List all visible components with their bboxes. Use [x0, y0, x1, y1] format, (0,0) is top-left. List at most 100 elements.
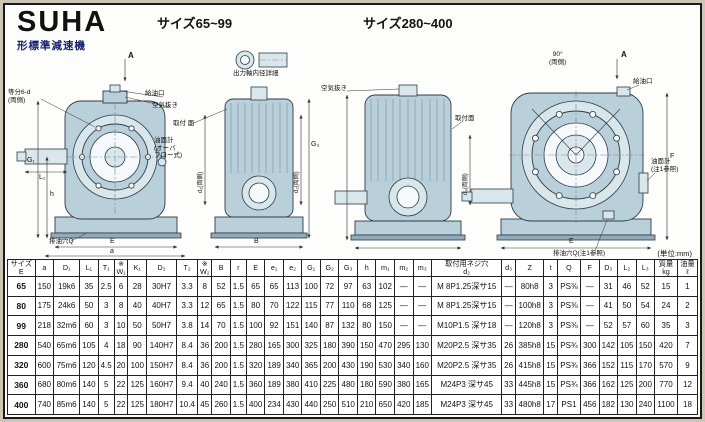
spec-cell: M24P3 深サ45 [431, 394, 503, 415]
spec-cell: 41 [598, 295, 619, 317]
spec-cell: — [579, 275, 600, 297]
callout-drain-small: 排油穴Q [49, 238, 74, 245]
spec-cell: 740 [34, 394, 55, 415]
spec-cell: 5 [97, 394, 115, 415]
spec-cell: 3 [97, 315, 115, 337]
spec-cell: 50 [127, 315, 147, 337]
spec-cell: 400 [245, 394, 266, 415]
spec-cell: 295 [393, 335, 414, 356]
spec-cell: 33 [501, 394, 516, 415]
section-a-marker-right: A [621, 50, 627, 59]
spec-cell: 590 [375, 374, 395, 396]
spec-cell: 140 [79, 394, 99, 415]
spec-cell: 366 [579, 374, 600, 396]
spec-cell: 52 [211, 275, 231, 297]
spec-cell: 6 [113, 275, 129, 297]
spec-cell: 8.4 [176, 354, 199, 376]
spec-cell: M10P1.5 深サ18 [431, 315, 503, 337]
column-header: K₁ [127, 259, 147, 277]
spec-cell: 57 [617, 315, 637, 337]
spec-cell: 125 [617, 374, 637, 396]
spec-cell: 15 [543, 354, 558, 376]
spec-cell: 430 [282, 394, 303, 415]
spec-cell: 65 [264, 275, 284, 297]
spec-cell: 30H7 [145, 275, 178, 297]
callout-drain-large: 排油穴Q(注1参照) [553, 250, 605, 257]
spec-cell: 420 [393, 394, 414, 415]
spec-cell: 390 [338, 335, 358, 356]
spec-cell: PS⅜ [556, 275, 581, 297]
column-header: Q [556, 259, 581, 277]
spec-cell: — [501, 315, 516, 337]
spec-cell: 150 [34, 275, 55, 297]
spec-cell: 32m6 [53, 315, 81, 337]
column-header: d₃ [501, 259, 516, 277]
column-header: 油量 ℓ [676, 259, 699, 277]
spec-cell: 10.4 [176, 394, 199, 415]
spec-cell: — [412, 275, 433, 297]
spec-cell: 19k6 [53, 275, 81, 297]
column-header: T₁ [97, 259, 115, 277]
spec-cell: 3 [543, 275, 558, 297]
spec-cell: 1.5 [229, 275, 247, 297]
spec-cell: 125 [127, 394, 147, 415]
dim-label-g1: G₁ [27, 157, 35, 164]
spec-cell: 26 [501, 354, 516, 376]
spec-cell: 40 [197, 374, 213, 396]
size-cell: 80 [7, 295, 36, 317]
spec-cell: 50 [617, 295, 637, 317]
column-header: m₁ [375, 259, 395, 277]
dim-label-l1: L₁ [39, 174, 46, 181]
spec-cell: 470 [375, 335, 395, 356]
spec-cell: — [501, 295, 516, 317]
spec-cell: 4 [97, 335, 115, 356]
spec-cell: 440 [301, 394, 321, 415]
spec-cell: 15 [543, 335, 558, 356]
spec-cell: 24 [654, 295, 678, 317]
callout-oil-gauge-large: 油面計 (注1参照) [651, 158, 679, 173]
column-header: D₂ [145, 259, 178, 277]
callout-oil-inlet-small: 給油口 [145, 90, 165, 97]
column-header: T₂ [176, 259, 199, 277]
spec-cell: 80h8 [514, 275, 545, 297]
spec-cell: 140 [301, 315, 321, 337]
spec-cell: 1.5 [229, 295, 247, 317]
column-header: L₃ [635, 259, 656, 277]
spec-cell: 9 [676, 354, 699, 376]
size-range-small-title: サイズ65~99 [157, 16, 233, 31]
column-header: 質量 kg [654, 259, 678, 277]
spec-cell: 300 [282, 335, 303, 356]
column-header: F [579, 259, 600, 277]
spec-cell: 9.4 [176, 374, 199, 396]
size-cell: 360 [7, 374, 36, 396]
spec-cell: 3 [97, 295, 115, 317]
spec-cell: 15 [543, 374, 558, 396]
spec-cell: 1.5 [229, 354, 247, 376]
spec-cell: 90 [127, 335, 147, 356]
callout-air-vent-small: 空気抜き [152, 102, 178, 109]
spec-cell: 70 [264, 295, 284, 317]
spec-cell: 100h8 [514, 295, 545, 317]
spec-cell: — [393, 315, 414, 337]
spec-cell: 150 [356, 335, 377, 356]
spec-cell: 180H7 [145, 394, 178, 415]
spec-cell: M20P2.5 深サ35 [431, 335, 503, 356]
column-header: D₃ [598, 259, 619, 277]
spec-cell: 380 [282, 374, 303, 396]
spec-cell: 140 [79, 374, 99, 396]
callout-mount-face-small: 取付 面 [173, 120, 195, 127]
spec-cell: 410 [301, 374, 321, 396]
column-header: ※ W₂ [197, 259, 213, 277]
column-header: e₂ [282, 259, 303, 277]
spec-cell: 92 [264, 315, 284, 337]
spec-cell: 46 [617, 275, 637, 297]
spec-cell: 1.5 [229, 335, 247, 356]
spec-cell: 33 [501, 374, 516, 396]
spec-cell: 3.3 [176, 295, 199, 317]
